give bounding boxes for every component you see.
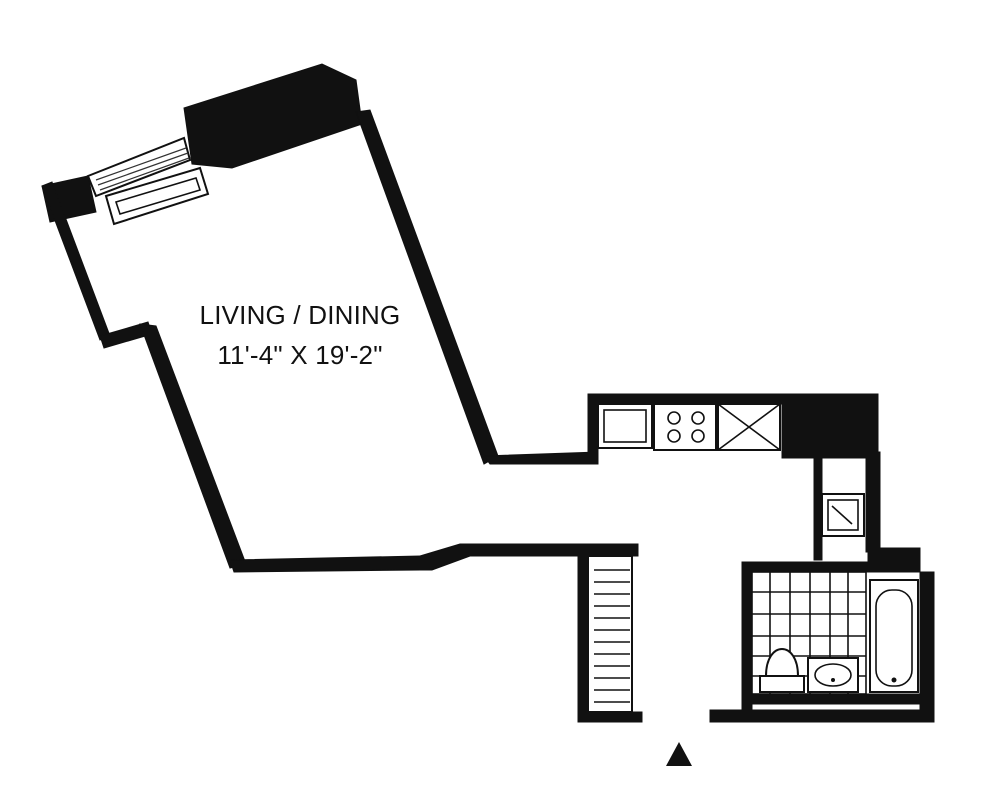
sink-icon [821,493,865,537]
closet-strip [577,547,643,723]
fridge-icon [717,403,781,451]
wall-kitchen-join [483,451,599,465]
bathroom-sink-icon [807,657,859,693]
wall-bottom [229,555,421,573]
stove-icon [653,403,717,451]
window-hatching [95,147,190,191]
toilet-icon [759,648,805,693]
bathroom [709,547,935,723]
entry-arrow-icon [666,742,692,766]
wall-right-slant [355,109,499,465]
living-dining-walls [41,63,639,573]
room-name-label: LIVING / DINING [199,300,401,330]
room-dimensions-label: 11'-4" X 19'-2" [217,340,383,370]
wall-top-right [183,63,363,169]
bathtub-icon [869,579,919,693]
radiator-inner [114,177,202,215]
window-top [86,136,192,198]
kitchen [587,393,881,561]
